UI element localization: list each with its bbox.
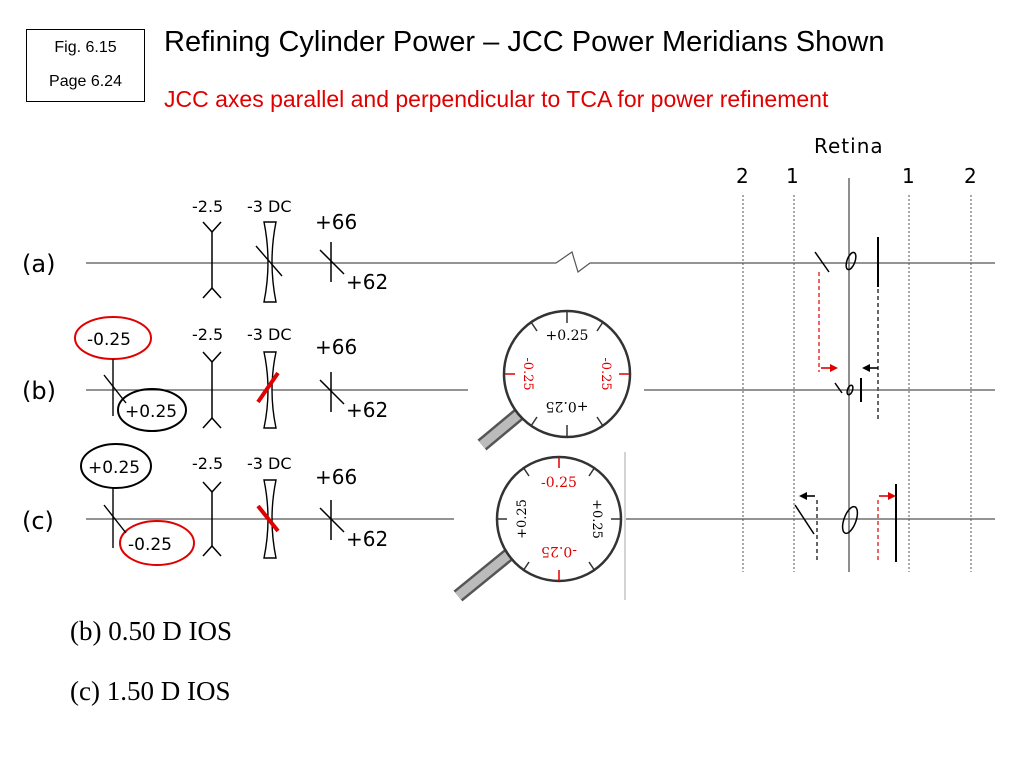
retina-label: Retina (814, 134, 884, 158)
row-a-sphere-power: -2.5 (192, 197, 223, 216)
row-a-optical-axis (86, 251, 995, 273)
row-b-sphere-power: -2.5 (192, 325, 223, 344)
retina-left-1: 1 (786, 164, 799, 188)
mag-b-bottom: +0.25 (546, 398, 589, 414)
slide-subtitle: JCC axes parallel and perpendicular to T… (164, 86, 829, 112)
row-b-jcc-bottom-circle (117, 388, 187, 432)
row-b-circle-least-confusion (846, 384, 854, 396)
row-a-power-bottom: +62 (346, 270, 388, 294)
row-b-power-bottom: +62 (346, 398, 388, 422)
row-b-jcc-top: -0.25 (87, 330, 131, 350)
figure-reference-box: Fig. 6.15 Page 6.24 (26, 29, 145, 102)
row-a-label: (a) (22, 250, 55, 278)
retina-left-2: 2 (736, 164, 749, 188)
row-b-focal-line-1 (834, 382, 843, 394)
row-b-black-arrow-head (862, 364, 870, 372)
row-c-cylinder-power: -3 DC (247, 454, 292, 473)
mag-b-right: -0.25 (598, 357, 613, 390)
row-c-jcc-bottom: -0.25 (128, 535, 172, 555)
mag-b-top: +0.25 (546, 328, 589, 344)
mag-c-right: +0.25 (589, 499, 604, 539)
row-c-jcc-top: +0.25 (88, 458, 140, 478)
row-b-concave-sphere-lens (202, 351, 222, 429)
figure-number: Fig. 6.15 (54, 39, 117, 56)
row-a-focal-line-1 (814, 251, 830, 273)
slide-title: Refining Cylinder Power – JCC Power Meri… (164, 26, 885, 58)
row-b-power-top: +66 (315, 335, 357, 359)
row-c-jcc-magnifier: -0.25 -0.25 +0.25 +0.25 (453, 455, 623, 602)
row-c-sphere-power: -2.5 (192, 454, 223, 473)
row-b-red-arrow-head (830, 364, 838, 372)
mag-c-left: +0.25 (515, 499, 530, 539)
row-c-eye-power-cross (319, 500, 345, 540)
retina-right-1: 1 (902, 164, 915, 188)
row-c-focal-line-1 (794, 504, 815, 535)
retina-right-2: 2 (964, 164, 977, 188)
note-b-ios: (b) 0.50 D IOS (70, 616, 232, 646)
row-c-jcc-bottom-circle (119, 520, 195, 566)
mag-c-top: -0.25 (541, 475, 577, 491)
row-c-cylinder-axis-red (256, 504, 280, 533)
row-b-label: (b) (22, 377, 56, 405)
row-a-circle-least-confusion (845, 251, 857, 271)
row-c-label: (c) (22, 507, 54, 535)
mag-b-left: -0.25 (520, 357, 535, 390)
row-c-power-bottom: +62 (346, 527, 388, 551)
row-a-cylinder-power: -3 DC (247, 197, 292, 216)
row-c-power-top: +66 (315, 465, 357, 489)
row-a-concave-sphere-lens (202, 221, 222, 299)
row-a-cylinder-axis (255, 245, 283, 277)
row-c-black-arrow-head (799, 492, 807, 500)
mag-c-bottom: -0.25 (541, 543, 577, 559)
note-c-ios: (c) 1.50 D IOS (70, 676, 231, 706)
row-a-eye-power-cross (319, 242, 345, 282)
row-c-red-arrow-head (888, 492, 896, 500)
row-c-jcc-lens (103, 488, 127, 548)
optics-diagram: Retina 2 1 1 2 (a) -2.5 -3 DC +66 +62 (b… (22, 134, 995, 602)
row-a-power-top: +66 (315, 210, 357, 234)
row-c-concave-sphere-lens (202, 481, 222, 557)
row-b-jcc-bottom: +0.25 (125, 402, 177, 422)
row-b-cylinder-lens (263, 351, 277, 429)
row-b-eye-power-cross (319, 372, 345, 412)
retina-reference-lines (742, 195, 972, 572)
row-b-cylinder-axis-red (256, 371, 280, 404)
row-b-cylinder-power: -3 DC (247, 325, 292, 344)
row-c-jcc-top-circle (80, 443, 152, 489)
row-b-jcc-magnifier: +0.25 +0.25 -0.25 -0.25 (477, 309, 632, 451)
row-c-circle-least-confusion (841, 505, 859, 535)
row-b-jcc-lens (103, 359, 127, 416)
page-number: Page 6.24 (49, 73, 122, 90)
